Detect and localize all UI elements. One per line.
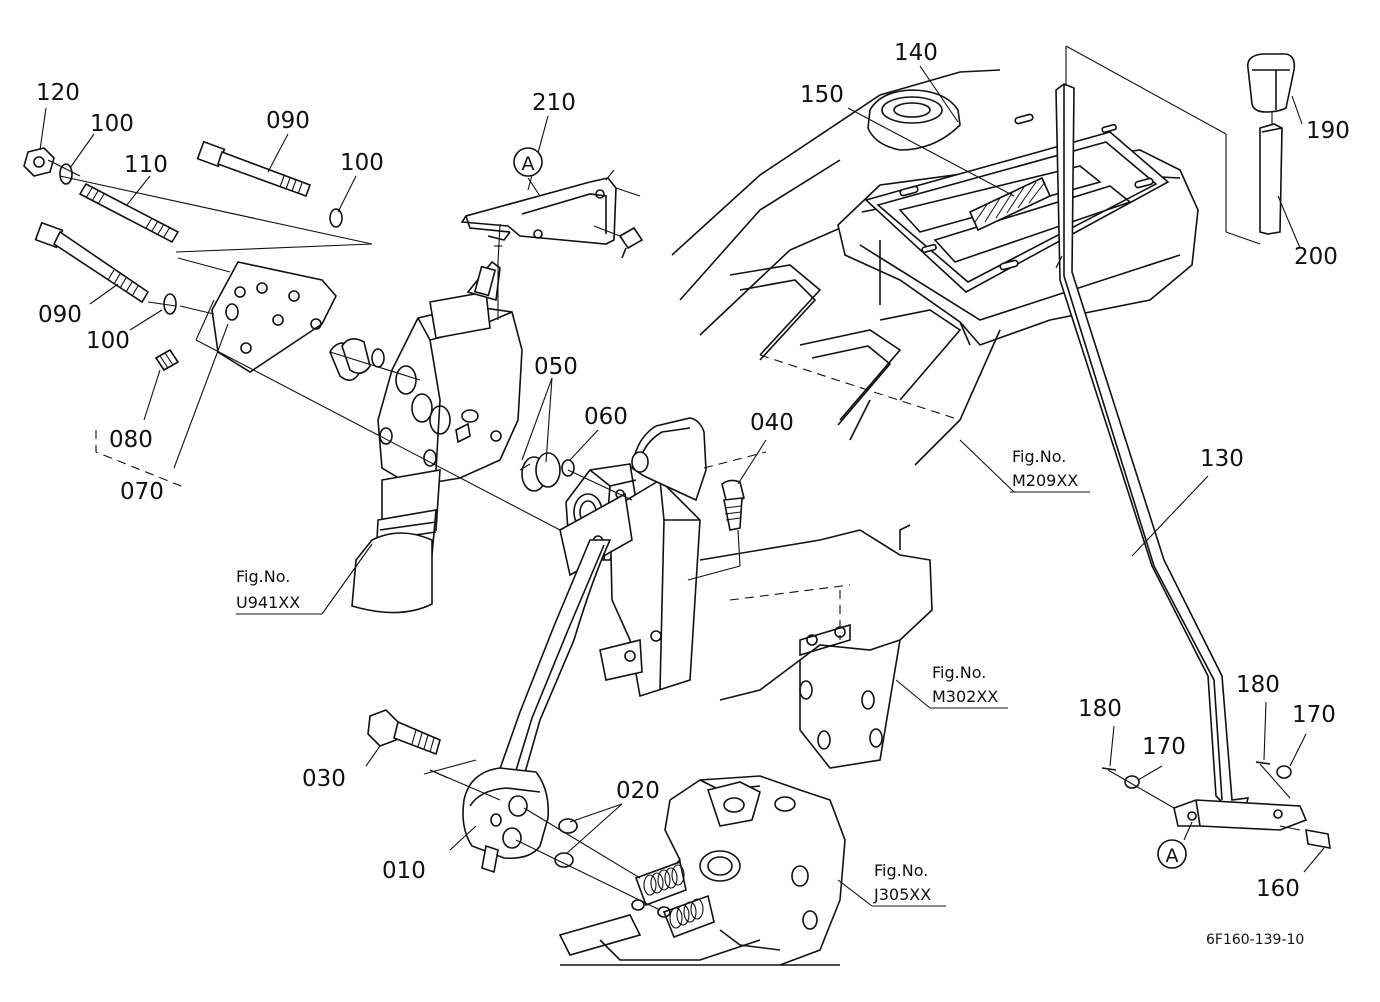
- label-ref-a-top: A: [522, 153, 535, 175]
- control-valve: [558, 775, 846, 966]
- fig-ref-u941xx: Fig.No. U941XX: [236, 567, 300, 612]
- orings-020: [554, 818, 578, 868]
- label-130: 130: [1200, 446, 1244, 472]
- label-180b: 180: [1236, 672, 1280, 698]
- label-100a: 100: [90, 111, 134, 137]
- fig-number: M302XX: [932, 687, 998, 706]
- label-100b: 100: [340, 150, 384, 176]
- label-170a: 170: [1142, 734, 1186, 760]
- label-110: 110: [124, 152, 168, 178]
- plug-080: [154, 348, 180, 372]
- lever-130: [1055, 83, 1250, 811]
- washers-100: [59, 163, 343, 315]
- label-180a: 180: [1078, 696, 1122, 722]
- fig-caption: Fig.No.: [1012, 447, 1066, 466]
- fig-ref-j305xx: Fig.No. J305XX: [873, 861, 931, 904]
- fig-caption: Fig.No.: [932, 663, 986, 682]
- label-ref-a-bottom: A: [1166, 845, 1179, 867]
- bolt-040: [721, 479, 745, 531]
- label-190: 190: [1306, 118, 1350, 144]
- frame-bracket: [699, 524, 933, 769]
- knob-190: [1246, 53, 1296, 113]
- stud-110: [78, 182, 180, 244]
- bolt-090-upper: [196, 140, 312, 198]
- label-080: 080: [109, 427, 153, 453]
- label-150: 150: [800, 82, 844, 108]
- drawing-code: 6F160-139-10: [1206, 932, 1304, 948]
- label-090a: 090: [266, 108, 310, 134]
- label-020: 020: [616, 778, 660, 804]
- label-160: 160: [1256, 876, 1300, 902]
- label-040: 040: [750, 410, 794, 436]
- nut-120: [23, 147, 55, 177]
- bolt-090-lower: [34, 221, 150, 304]
- fig-ref-m302xx: Fig.No. M302XX: [932, 663, 998, 706]
- fig-caption: Fig.No.: [874, 861, 928, 880]
- fig-ref-m209xx: Fig.No. M209XX: [1012, 447, 1078, 490]
- label-100c: 100: [86, 328, 130, 354]
- reference-mark-a-top: [513, 147, 543, 177]
- bracket-210: [460, 177, 644, 259]
- bolt-030: [367, 709, 441, 756]
- fig-number: M209XX: [1012, 471, 1078, 490]
- label-010: 010: [382, 858, 426, 884]
- guide-lines: [47, 45, 1301, 911]
- sleeve-200: [1259, 123, 1283, 235]
- label-030: 030: [302, 766, 346, 792]
- label-140: 140: [894, 40, 938, 66]
- reference-mark-a-bottom: [1157, 839, 1187, 869]
- label-060: 060: [584, 404, 628, 430]
- label-120: 120: [36, 80, 80, 106]
- fig-number: U941XX: [236, 593, 300, 612]
- hydraulic-valve-block: [351, 260, 523, 614]
- plate-070: [211, 261, 337, 373]
- label-090b: 090: [38, 302, 82, 328]
- fig-number: J305XX: [873, 885, 931, 904]
- label-200: 200: [1294, 244, 1338, 270]
- fender-housing: [671, 69, 1199, 466]
- label-070: 070: [120, 479, 164, 505]
- link-rod-bottom: [1101, 761, 1331, 849]
- label-050: 050: [534, 354, 578, 380]
- label-170b: 170: [1292, 702, 1336, 728]
- brake-pedal-assembly: [462, 417, 707, 874]
- label-210: 210: [532, 90, 576, 116]
- fig-caption: Fig.No.: [236, 567, 290, 586]
